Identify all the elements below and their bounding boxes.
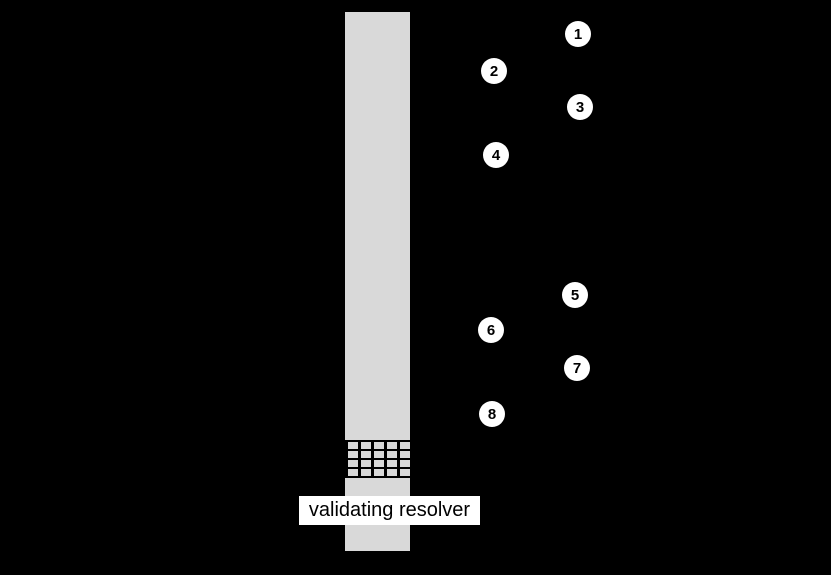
step-number: 8 bbox=[487, 405, 497, 423]
step-circle-3: 3 bbox=[567, 94, 593, 120]
step-circle-7: 7 bbox=[564, 355, 590, 381]
step-number: 3 bbox=[575, 98, 585, 116]
step-circle-2: 2 bbox=[481, 58, 507, 84]
step-number: 5 bbox=[570, 286, 580, 304]
step-number: 6 bbox=[486, 321, 496, 339]
step-circle-6: 6 bbox=[478, 317, 504, 343]
step-circle-8: 8 bbox=[479, 401, 505, 427]
step-number: 1 bbox=[573, 25, 583, 43]
step-number: 2 bbox=[489, 62, 499, 80]
step-number: 4 bbox=[491, 146, 501, 164]
cache-grid-section bbox=[345, 440, 410, 478]
step-circle-1: 1 bbox=[565, 21, 591, 47]
step-number: 7 bbox=[572, 359, 582, 377]
step-circle-5: 5 bbox=[562, 282, 588, 308]
validating-resolver-label: validating resolver bbox=[299, 496, 480, 525]
step-circle-4: 4 bbox=[483, 142, 509, 168]
